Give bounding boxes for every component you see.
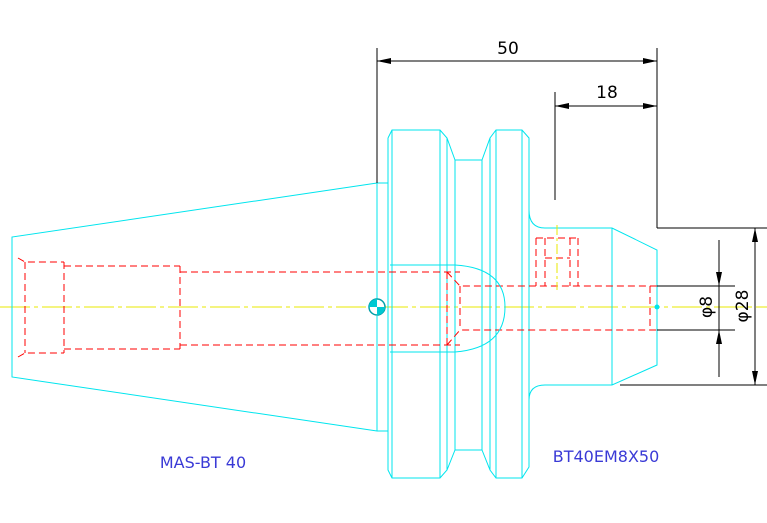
holder-outline [11, 129, 658, 479]
label-part-number: BT40EM8X50 [553, 447, 660, 466]
hidden-features [17, 237, 657, 358]
gauge-symbol [368, 298, 386, 316]
dim-18-text: 18 [596, 83, 618, 103]
dimension-lines [376, 48, 767, 386]
bore-round-end [454, 264, 506, 353]
gauge-fill-b [377, 307, 385, 315]
dim-28-text: φ28 [733, 290, 753, 323]
bore-cone-top [446, 271, 657, 287]
flange-left-portion [387, 129, 530, 479]
label-taper-standard: MAS-BT 40 [160, 453, 246, 472]
dim-50-text: 50 [497, 39, 519, 59]
bore-detail [390, 264, 506, 353]
taper-shank-outline [11, 182, 378, 432]
end-point-marker [654, 304, 660, 310]
bore-cone-bottom [446, 329, 657, 346]
retention-bore-bottom [17, 352, 64, 358]
dim-8-text: φ8 [697, 296, 717, 318]
retention-bore-top [17, 257, 64, 263]
gauge-fill-a [369, 299, 377, 307]
